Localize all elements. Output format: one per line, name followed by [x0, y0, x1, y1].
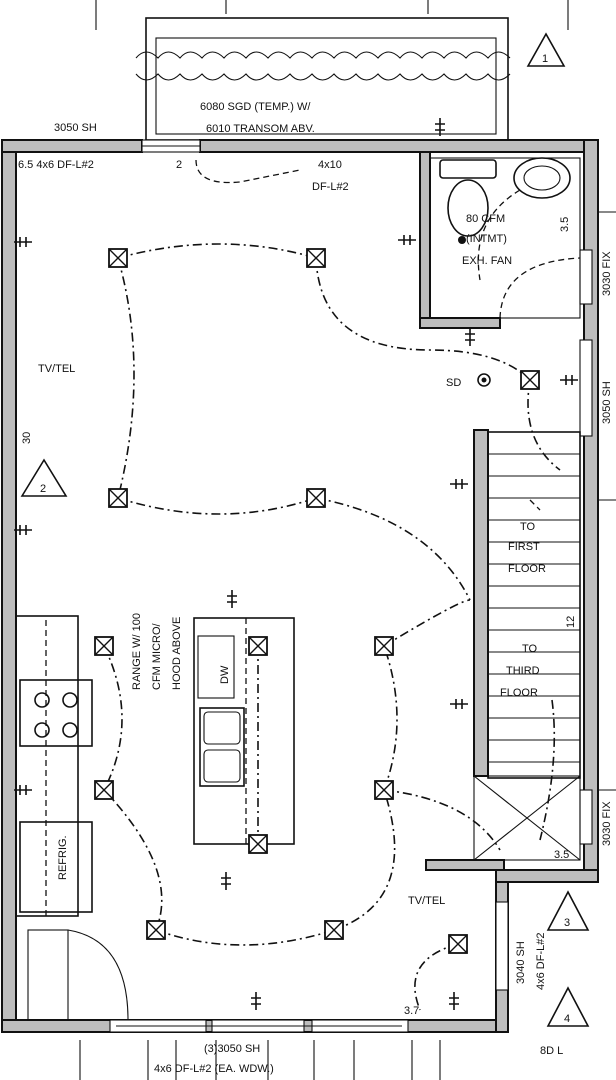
label-stair-down-2: FIRST	[508, 541, 540, 553]
ceiling-light-icon	[248, 636, 268, 656]
duplex-outlet-icon	[465, 328, 475, 346]
label-patio-door-1: 6080 SGD (TEMP.) W/	[200, 101, 311, 113]
duplex-outlet-icon	[14, 525, 32, 535]
label-tv-tel-left: TV/TEL	[38, 363, 75, 375]
ceiling-light-icon	[374, 636, 394, 656]
label-smoke-detector: SD	[446, 377, 461, 389]
bathroom-fixtures	[429, 157, 581, 319]
ceiling-light-icon	[374, 780, 394, 800]
duplex-outlet-icon	[398, 235, 416, 245]
revision-mark-3: 3	[564, 917, 570, 929]
dimension-ticks	[79, 0, 616, 1080]
label-stair-count: 12	[565, 616, 577, 628]
label-window-top: 3050 SH	[54, 122, 97, 134]
duplex-outlet-icon	[449, 992, 459, 1010]
label-door-top-left: 6.5 4x6 DF-L#2	[18, 159, 94, 171]
label-patio-door-2: 6010 TRANSOM ABV.	[206, 123, 315, 135]
label-header-right: 4x6 DF-L#2	[535, 933, 547, 990]
revision-mark-1: 1	[542, 53, 548, 65]
duplex-outlet-icon	[251, 992, 261, 1010]
ceiling-light-icon	[146, 920, 166, 940]
patio-door-swing	[195, 159, 301, 184]
kitchen-island	[193, 617, 295, 845]
label-stair-up-2: THIRD	[506, 665, 540, 677]
label-range-2: CFM MICRO/	[151, 622, 163, 690]
label-closet-dim: 3.5	[554, 849, 569, 861]
label-tv-tel-right: TV/TEL	[408, 895, 445, 907]
label-stair-up-1: TO	[522, 643, 538, 655]
kitchen-counter	[15, 615, 129, 1021]
label-bath-dim: 3.5	[559, 217, 571, 232]
label-bottom-window-2: 4x6 DF-L#2 (EA. WDW.)	[154, 1063, 274, 1075]
outlets	[14, 118, 578, 1010]
circuit-wiring	[103, 243, 561, 1011]
exterior-walls	[1, 139, 599, 1033]
windows	[109, 139, 593, 1033]
ceiling-light-icon	[306, 488, 326, 508]
label-bottom-window-1: (3)3050 SH	[204, 1043, 260, 1055]
label-stair-up-3: FLOOR	[500, 687, 538, 699]
light-fixtures	[94, 248, 540, 954]
duplex-outlet-icon	[435, 118, 445, 136]
label-right-win-top: 3030 FIX	[601, 251, 613, 296]
label-range-3: HOOD ABOVE	[171, 617, 183, 690]
revision-mark-2: 2	[40, 483, 46, 495]
duplex-outlet-icon	[560, 375, 578, 385]
ceiling-light-icon	[108, 248, 128, 268]
duplex-outlet-icon	[450, 479, 468, 489]
label-stair-down-3: FLOOR	[508, 563, 546, 575]
revision-mark-4: 4	[564, 1013, 570, 1025]
label-fridge: REFRIG.	[57, 835, 69, 880]
duplex-outlet-icon	[450, 699, 468, 709]
ceiling-light-icon	[306, 248, 326, 268]
duplex-outlet-icon	[221, 872, 231, 890]
duplex-outlet-icon	[14, 785, 32, 795]
label-bath-fan-1: 80 CFM	[466, 213, 505, 225]
label-right-win-mid: 3050 SH	[601, 381, 613, 424]
ceiling-light-icon	[448, 934, 468, 954]
ceiling-light-icon	[248, 834, 268, 854]
ceiling-light-icon	[520, 370, 540, 390]
ceiling-light-icon	[324, 920, 344, 940]
label-range-1: RANGE W/ 100	[131, 613, 143, 690]
label-win-3040: 3040 SH	[515, 941, 527, 984]
smoke-detector-icon	[477, 373, 491, 387]
label-dim-bottom-right: 3.7	[404, 1005, 419, 1017]
label-dishwasher: DW	[219, 665, 231, 684]
label-door-top-num: 2	[176, 159, 182, 171]
stairs	[487, 431, 581, 779]
closet	[473, 775, 581, 861]
label-right-win-bot: 3030 FIX	[601, 801, 613, 846]
label-bath-fan-3: EXH. FAN	[462, 255, 512, 267]
ceiling-light-icon	[108, 488, 128, 508]
label-header-top: 4x10	[318, 159, 342, 171]
patio-deck	[135, 17, 511, 141]
duplex-outlet-icon	[14, 237, 32, 247]
ceiling-light-icon	[94, 636, 114, 656]
label-bottom-right: 8D L	[540, 1045, 563, 1057]
label-left-dim: 30	[21, 432, 33, 444]
label-header-top-2: DF-L#2	[312, 181, 349, 193]
duplex-outlet-icon	[227, 590, 237, 608]
label-bath-fan-2: (INTMT)	[466, 233, 507, 245]
label-stair-down-1: TO	[520, 521, 536, 533]
ceiling-light-icon	[94, 780, 114, 800]
revision-triangles	[20, 32, 590, 1027]
